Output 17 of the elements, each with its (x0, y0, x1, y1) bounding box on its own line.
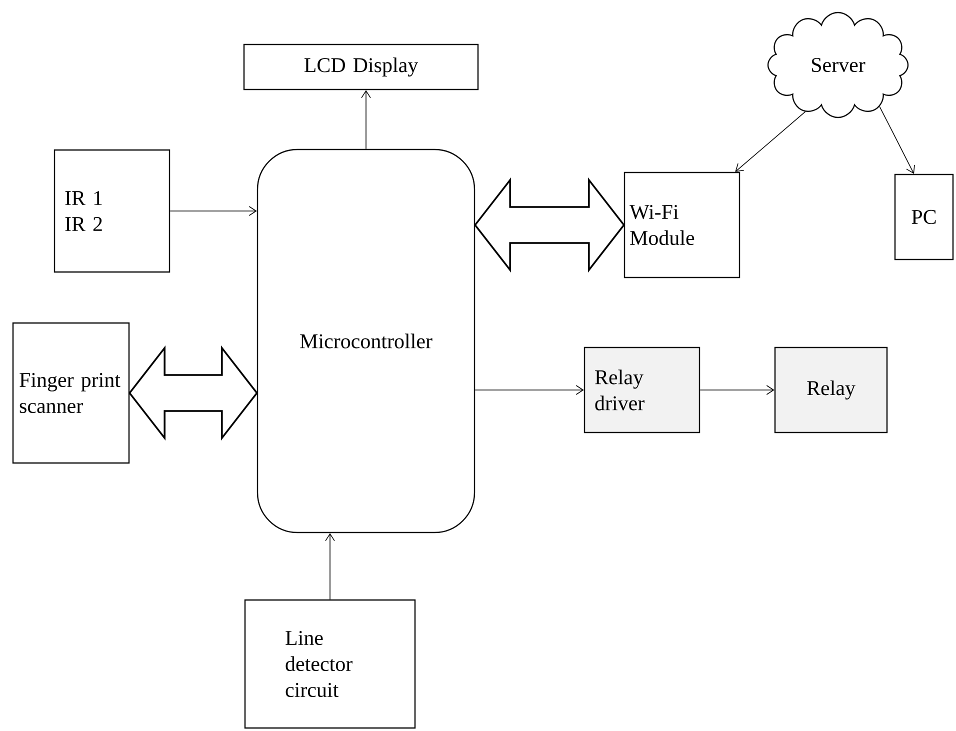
detector-box: Line detector circuit (244, 599, 416, 729)
arrow (325, 533, 335, 600)
arrow (170, 206, 257, 216)
pc-box: PC (894, 174, 954, 260)
arrow (879, 106, 915, 174)
sensor-box: IR 1 IR 2 (54, 149, 170, 273)
arrow (735, 111, 806, 172)
arrow (700, 385, 774, 395)
display-box: LCD Display (243, 44, 479, 90)
scanner-box: Finger print scanner (12, 322, 130, 464)
driver-box: Relay driver (584, 346, 700, 434)
cloud: Server (767, 12, 909, 118)
module-box: Wi-Fi Module (624, 172, 740, 278)
controller-box: Microcontroller (256, 148, 476, 534)
relay-box: Relay (774, 346, 888, 434)
arrow (474, 385, 584, 395)
arrow (361, 90, 371, 150)
